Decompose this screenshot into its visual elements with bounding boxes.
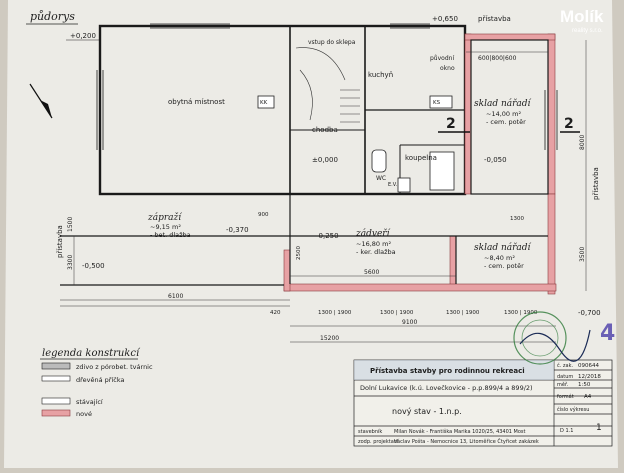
dim-1500: 1500 [67, 217, 74, 232]
room-chodba: chodba [312, 126, 338, 134]
dim-15200: 15200 [320, 335, 339, 342]
tb-cislo-label: číslo výkresu [557, 406, 589, 413]
dim-8000: 8000 [579, 135, 586, 150]
dim-5600: 5600 [364, 269, 379, 276]
room-kuchyn: kuchyň [368, 71, 393, 79]
dim-420: 420 [270, 310, 281, 316]
tb-datum: 12/2018 [578, 374, 601, 380]
label-ev: E.V. [388, 182, 398, 188]
label-wc: WC [376, 175, 386, 182]
room-zadveri-area: ~16,80 m² [356, 240, 391, 248]
legend-item-3: stávající [76, 398, 103, 406]
tb-format: A4 [584, 394, 592, 400]
label-pristavba-left: přístavba [56, 225, 64, 258]
dim-1300-1900-c: 1300 | 1900 [446, 310, 480, 316]
legend-item-1: zdivo z pórobet. tvárnic [76, 363, 153, 371]
dim-1300-1900-b: 1300 | 1900 [380, 310, 414, 316]
legend-swatch-1 [41, 362, 71, 370]
staircase [295, 47, 360, 123]
tb-page: D 1.1 [560, 428, 573, 434]
dimension-lines [60, 40, 587, 343]
label-kk: KK [260, 100, 268, 106]
tb-location: Dolní Lukavice (k.ú. Lovečkovice - p.p.8… [360, 384, 533, 392]
title-block-header-bg [354, 360, 554, 380]
fixtures [257, 95, 455, 193]
label-vstup: vstup do sklepa [308, 39, 356, 46]
legend-swatch-2 [41, 375, 71, 382]
room-koupelna: koupelna [405, 154, 437, 162]
room-sklad2-name: sklad nářadí [474, 242, 532, 253]
plan-title: půdorys [30, 10, 75, 23]
tb-project: Přístavba stavby pro rodinnou rekreaci [370, 367, 525, 375]
dim-6100: 6100 [168, 293, 183, 300]
dim-3300: 3300 [67, 255, 74, 270]
level-left: -0,500 [82, 262, 105, 270]
room-sklad1-floor: - cem. potěr [486, 118, 526, 126]
level-zaprazi: -0,370 [226, 226, 249, 234]
round-stamp [513, 311, 591, 365]
section-left: 2 [446, 116, 456, 132]
room-obytna: obytná místnost [168, 98, 225, 106]
dim-600: 600|800|600 [478, 55, 517, 62]
tb-cislo: 1 [596, 423, 602, 433]
room-zaprazi-name: zápraží [147, 212, 182, 223]
stamp-number: 4 [600, 321, 615, 346]
dim-9100: 9100 [402, 319, 417, 326]
tb-projektant-val: Václav Pošta - Nemocnice 13, Litoměřice … [394, 438, 539, 445]
tb-stavebnik-val: Milan Novák - Františka Marika 1020/25, … [394, 428, 526, 435]
tb-stavebnik-label: stavebník [358, 428, 382, 435]
tb-meritko-label: měř. [557, 381, 569, 388]
tb-czak: 090644 [578, 363, 599, 369]
tb-format-label: formát [557, 393, 574, 400]
tb-czak-label: č. zak. [557, 362, 574, 369]
room-sklad2-floor: - cem. potěr [484, 262, 524, 270]
logo-name: Molík [560, 7, 604, 26]
room-zadveri-name: zádveří [355, 228, 391, 239]
level-right: -0,700 [578, 309, 601, 317]
label-pristavba-top: přístavba [478, 15, 511, 23]
level-top-left: +0,200 [70, 32, 96, 40]
dim-1300: 1300 [510, 216, 524, 222]
room-sklad2-area: ~8,40 m² [484, 254, 515, 262]
room-zadveri-floor: - ker. dlažba [356, 248, 396, 256]
section-right: 2 [564, 116, 574, 132]
room-zaprazi-area: ~9,15 m² [150, 223, 181, 231]
legend-heading: legenda konstrukcí [42, 348, 141, 359]
dim-900: 900 [258, 212, 269, 218]
tb-datum-label: datum [557, 374, 573, 380]
label-pristavba-right: přístavba [592, 167, 600, 200]
legend-item-4: nové [76, 410, 92, 418]
legend-swatch-3 [41, 397, 71, 405]
label-povodni: původní [430, 55, 454, 62]
label-ks: KS [433, 100, 441, 106]
logo-sub: reality s.r.o. [572, 28, 603, 34]
dim-2500: 2500 [296, 246, 302, 260]
level-top-mid: +0,650 [432, 15, 458, 23]
section-marker: 2 2 [438, 116, 580, 133]
tb-projektant-label: zodp. projektant [358, 439, 399, 445]
tb-meritko: 1:50 [578, 382, 591, 388]
dim-1300-1900-a: 1300 | 1900 [318, 310, 352, 316]
legend-swatch-4 [41, 409, 71, 417]
level-sklad1: -0,050 [484, 156, 507, 164]
room-sklad1-name: sklad nářadí [474, 98, 532, 109]
room-sklad1-area: ~14,00 m² [486, 110, 521, 118]
dim-1300-1900-d: 1300 | 1900 [504, 310, 538, 316]
legend-item-2: dřevěná příčka [76, 376, 124, 384]
level-zadveri: -0,250 [316, 232, 339, 240]
label-okno: okno [440, 65, 455, 72]
level-chodba: ±0,000 [312, 156, 338, 164]
window-marks [96, 23, 558, 150]
tb-drawing: nový stav - 1.n.p. [392, 407, 462, 416]
new-walls [283, 33, 557, 295]
north-arrow [29, 83, 53, 119]
dim-3500: 3500 [579, 247, 586, 262]
room-zaprazi-floor: - bet. dlažba [150, 231, 191, 239]
